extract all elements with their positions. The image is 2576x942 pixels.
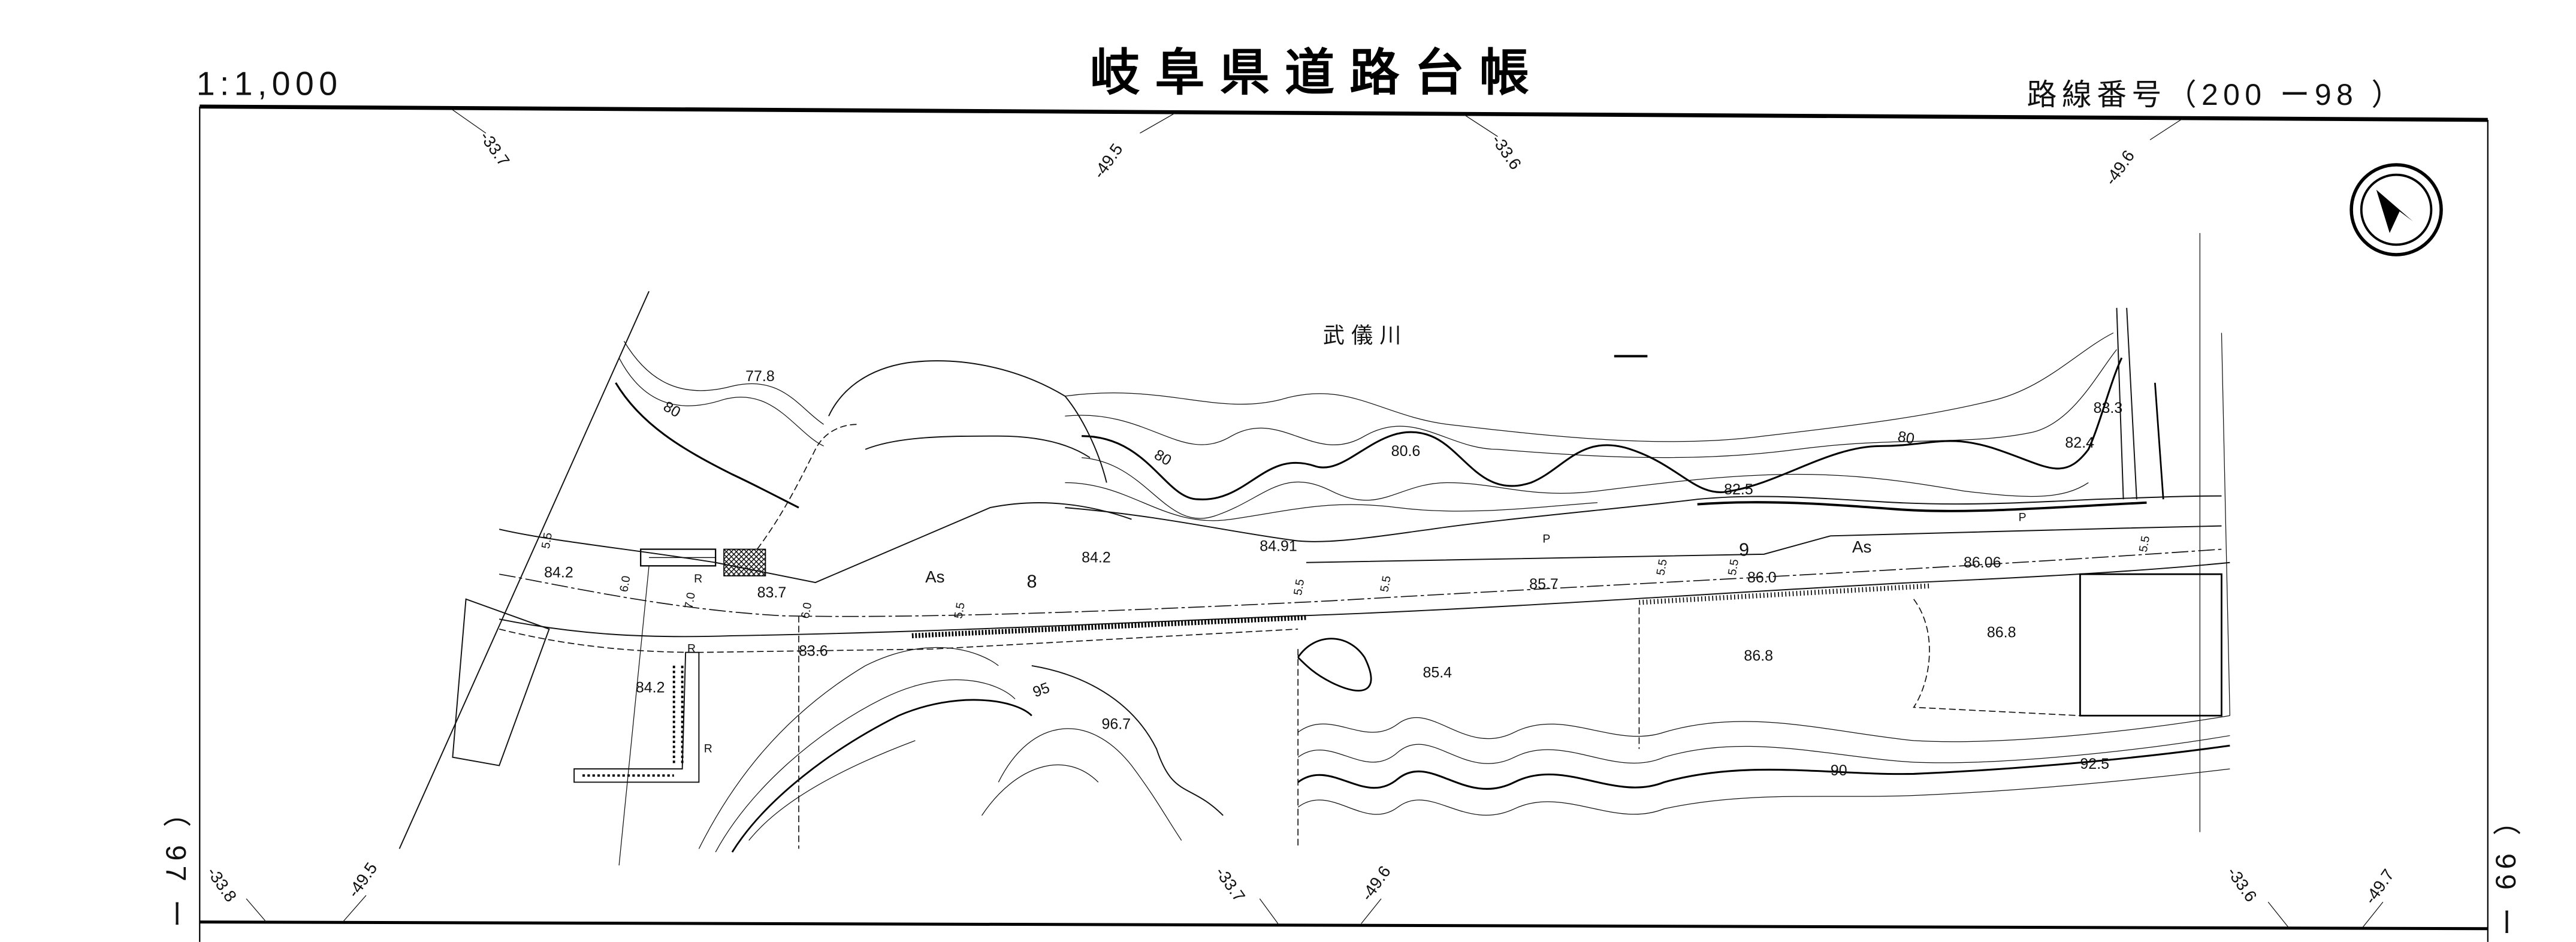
elevation-label: 83.6 <box>799 642 828 659</box>
grid-label-bottom: -33.6 <box>2224 864 2261 905</box>
elevation-label: 83.3 <box>2094 400 2123 416</box>
grid-label-top: -33.7 <box>476 128 514 170</box>
hillside-contours <box>698 599 2230 853</box>
elevation-label: 84.2 <box>1082 550 1111 566</box>
retaining-label: R <box>694 572 702 585</box>
survey-boundary <box>398 291 2230 849</box>
surface-type-label: As <box>1852 538 1871 556</box>
elevation-label: 82.4 <box>2065 434 2094 451</box>
grid-ticks-top <box>452 109 2200 866</box>
road-annotations: As As 8 9 P P R R R 5.5 6.0 7.0 6.0 5.5 … <box>539 511 2152 755</box>
grid-label-top: -49.5 <box>1089 140 1127 182</box>
svg-text:5.5: 5.5 <box>952 602 967 620</box>
grid-label-bottom: -49.7 <box>2361 866 2398 908</box>
elevation-label: 86.8 <box>1987 624 2016 641</box>
pavement-label: P <box>1542 532 1550 545</box>
grid-label-bottom: -33.7 <box>1212 864 1249 905</box>
elevation-label: 85.7 <box>1529 576 1559 593</box>
prefectural-road <box>452 502 2230 766</box>
grid-label-bottom: -49.5 <box>344 859 381 901</box>
grid-label-bottom: -33.8 <box>203 864 240 905</box>
elevation-label: 83.7 <box>757 584 787 601</box>
station-label: 8 <box>1026 571 1037 591</box>
route-number: 路線番号（200 ー98 ） <box>2027 78 2406 111</box>
elevation-label: 80.6 <box>1391 443 1421 460</box>
elevation-label: 82.5 <box>1724 481 1753 498</box>
svg-text:6.0: 6.0 <box>799 601 814 620</box>
spot-elevations: 77.8 80.6 82.5 83.3 82.4 84.2 84.91 84.2… <box>544 368 2122 772</box>
embankment-slope <box>756 360 2222 550</box>
elevation-label: 96.7 <box>1101 715 1131 732</box>
svg-text:6.0: 6.0 <box>617 575 633 593</box>
grid-label-bottom: -49.6 <box>1357 862 1394 904</box>
svg-text:5.5: 5.5 <box>539 532 555 550</box>
elevation-label: 84.2 <box>544 564 573 581</box>
retaining-label: R <box>687 642 696 656</box>
grid-label-top: -49.6 <box>2101 147 2138 189</box>
svg-text:80: 80 <box>1152 446 1174 469</box>
elevation-label: 92.5 <box>2080 756 2109 772</box>
compass-north-arrow-icon <box>2349 163 2443 256</box>
grid-ticks-bottom <box>246 895 2384 928</box>
river-name: 武儀川 <box>1323 322 1408 348</box>
svg-text:5.5: 5.5 <box>1726 558 1741 576</box>
elevation-label: 86.0 <box>1747 569 1777 586</box>
sheet-title: 岐阜県道路台帳 <box>1090 44 1544 102</box>
elevation-label: 85.4 <box>1423 664 1452 681</box>
svg-text:5.5: 5.5 <box>1654 558 1669 576</box>
sheet-frame <box>199 104 2489 942</box>
elevation-label: 84.2 <box>636 679 665 696</box>
pavement-label: P <box>2019 511 2027 524</box>
svg-text:7.0: 7.0 <box>682 591 698 610</box>
grid-label-top: -33.6 <box>1488 131 1525 173</box>
map-scale: 1:1,000 <box>197 65 343 102</box>
river-bank-contours <box>615 332 2123 521</box>
svg-text:90: 90 <box>1831 762 1847 779</box>
elevation-label: 86.8 <box>1744 648 1773 665</box>
svg-text:95: 95 <box>1031 680 1052 701</box>
svg-text:80: 80 <box>1896 428 1916 447</box>
svg-text:5.5: 5.5 <box>1291 578 1307 596</box>
svg-text:5.5: 5.5 <box>2137 535 2152 553</box>
adjacent-sheet-left: （ 97 ー <box>160 799 192 932</box>
elevation-label: 84.91 <box>1260 538 1297 554</box>
elevation-label: 77.8 <box>745 368 775 385</box>
adjacent-sheet-right: （ 99 ー <box>2490 807 2521 941</box>
retaining-label: R <box>704 742 712 755</box>
svg-text:5.5: 5.5 <box>1378 575 1393 593</box>
elevation-label: 86.06 <box>1964 554 2001 571</box>
station-label: 9 <box>1739 540 1749 560</box>
surface-type-label: As <box>925 567 944 586</box>
